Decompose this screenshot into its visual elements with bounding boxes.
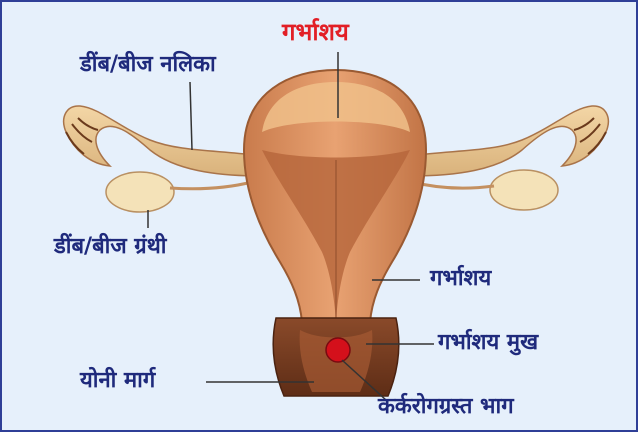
label-uterus: गर्भाशय: [430, 268, 491, 290]
right-fallopian-tube: [410, 106, 608, 176]
label-cervix: गर्भाशय मुख: [438, 332, 538, 354]
label-cancer-part: कर्करोगग्रस्त भाग: [378, 396, 514, 418]
left-ovary: [106, 172, 174, 212]
label-ovary: डींब/बीज ग्रंथी: [54, 236, 166, 258]
right-ovary: [490, 170, 558, 210]
cancer-spot: [326, 338, 350, 362]
right-ligament: [412, 182, 494, 188]
diagram-title: गर्भाशय: [282, 20, 349, 44]
pointer-fallopian-tube: [190, 82, 192, 150]
left-ligament: [170, 182, 252, 189]
label-fallopian-tube: डींब/बीज नलिका: [80, 54, 216, 76]
label-vagina: योनी मार्ग: [80, 370, 155, 392]
left-fallopian-tube: [64, 106, 262, 176]
